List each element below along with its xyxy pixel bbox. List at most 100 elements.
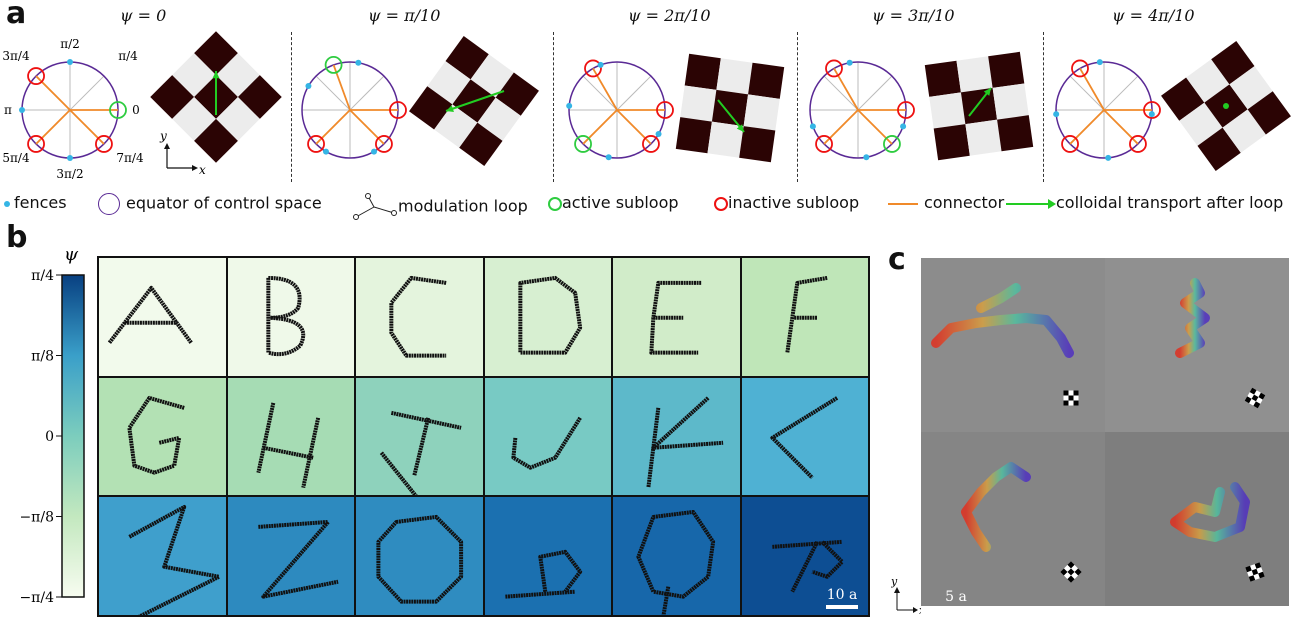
control-circle-0 bbox=[19, 59, 127, 161]
checker-square bbox=[711, 89, 749, 127]
psi-title-1: ψ = π/10 bbox=[368, 6, 441, 25]
checker-icon-square bbox=[1250, 564, 1257, 571]
angle-label: π/4 bbox=[118, 49, 138, 63]
fence-dot bbox=[1105, 154, 1112, 161]
panel-label-b: b bbox=[6, 220, 28, 255]
active-subloop bbox=[574, 135, 592, 153]
checker-square bbox=[237, 75, 282, 119]
angle-label: 3π/2 bbox=[56, 167, 83, 181]
x-axis-arrowhead bbox=[192, 165, 198, 171]
colloid-trail-1 bbox=[1175, 278, 1266, 409]
letter-trajectory-A bbox=[107, 285, 193, 344]
trajectory-path bbox=[389, 275, 447, 358]
checker-square bbox=[675, 117, 712, 154]
checkerboard-3 bbox=[924, 51, 1034, 161]
letter-cell-G bbox=[97, 375, 228, 498]
checker-icon-square bbox=[1073, 390, 1079, 396]
panel-c-micrographs: 5 a bbox=[921, 258, 1296, 615]
letter-trajectory-B bbox=[265, 275, 305, 357]
checker-icon-square bbox=[1256, 567, 1263, 574]
checker-square bbox=[1186, 59, 1230, 103]
checker-square bbox=[470, 54, 514, 98]
fence-dot bbox=[566, 102, 573, 109]
letter-trajectory-I bbox=[379, 410, 462, 496]
separator-4 bbox=[1043, 32, 1044, 182]
scale-bar-c-label: 5 a bbox=[945, 589, 967, 605]
checker-square bbox=[495, 72, 539, 116]
inactive-subloop bbox=[27, 135, 45, 153]
checker-square bbox=[1229, 66, 1273, 110]
active-subloop bbox=[109, 101, 127, 119]
checker-icon-square bbox=[1258, 392, 1266, 400]
fence-dot bbox=[597, 61, 604, 68]
y-axis-arrowhead bbox=[894, 587, 900, 593]
checker-icon-square bbox=[1258, 571, 1265, 579]
checker-icon-square bbox=[1254, 562, 1262, 569]
checker-icon-square bbox=[1068, 395, 1074, 401]
control-circle-3 bbox=[809, 59, 915, 161]
scale-bar-c: 5 a bbox=[927, 589, 985, 611]
inactive-subloop bbox=[307, 135, 325, 153]
colorbar-tick-label: −π/4 bbox=[19, 590, 54, 606]
checker-square bbox=[1247, 91, 1291, 135]
checker-square bbox=[739, 126, 776, 163]
checker-square bbox=[409, 86, 453, 130]
legend-colloidal-transport: colloidal transport after loop bbox=[1004, 193, 1283, 212]
trajectory-path bbox=[646, 396, 724, 488]
colorbar-tick-label: 0 bbox=[45, 429, 54, 445]
letter-cell-C bbox=[354, 256, 485, 378]
checker-icon-square bbox=[1063, 390, 1069, 396]
letter-trajectory-H bbox=[255, 402, 320, 488]
letter-cell-L bbox=[739, 375, 870, 498]
letter-cell-B bbox=[225, 256, 356, 378]
y-axis-arrowhead bbox=[164, 143, 170, 149]
checker-square bbox=[680, 85, 717, 122]
letter-cell-K bbox=[611, 375, 742, 498]
inactive-subloop bbox=[656, 101, 674, 119]
transport-arrow bbox=[445, 90, 505, 112]
checkerboard-1 bbox=[409, 36, 539, 166]
checker-square bbox=[965, 119, 1002, 156]
trajectory-path bbox=[636, 510, 716, 615]
trajectory-path bbox=[107, 285, 193, 344]
checker-square bbox=[434, 104, 478, 148]
legend-equator: equator of control space bbox=[98, 193, 322, 215]
active-subloop bbox=[883, 135, 901, 153]
checker-icon-square bbox=[1068, 390, 1074, 396]
checker-square bbox=[992, 83, 1029, 120]
trail-path bbox=[1170, 482, 1250, 542]
fence-dot bbox=[900, 123, 907, 130]
inactive-subloop bbox=[27, 67, 45, 85]
checker-square bbox=[997, 115, 1034, 152]
separator-1 bbox=[291, 32, 292, 182]
inactive-subloop bbox=[389, 101, 407, 119]
green-arrow-icon bbox=[1006, 198, 1056, 209]
checker-square bbox=[707, 121, 744, 158]
cyan-dot-icon bbox=[4, 200, 10, 207]
panel-label-a: a bbox=[6, 0, 27, 31]
checker-icon bbox=[1245, 562, 1265, 582]
panel-label-c: c bbox=[888, 242, 906, 277]
letter-cell-D bbox=[482, 256, 613, 378]
letter-trajectory-P bbox=[504, 550, 582, 599]
colorbar: ψ π/4π/80−π/8−π/4 bbox=[19, 244, 85, 606]
fence-dot bbox=[67, 59, 73, 65]
checker-icon-square bbox=[1063, 395, 1069, 401]
trajectory-path bbox=[265, 275, 305, 357]
letter-cell-P bbox=[482, 495, 613, 617]
angle-label: 3π/4 bbox=[2, 49, 30, 63]
checker-icon-square bbox=[1253, 401, 1261, 409]
checker-square bbox=[743, 94, 780, 131]
checker-square bbox=[933, 124, 970, 161]
inactive-subloop bbox=[815, 135, 833, 153]
checker-square bbox=[477, 97, 521, 141]
letter-cell-F bbox=[739, 256, 870, 378]
fence-dot bbox=[323, 148, 329, 155]
fence-dot bbox=[305, 83, 312, 89]
micrograph-2 bbox=[921, 432, 1105, 606]
checker-icon bbox=[1063, 390, 1079, 406]
checker-icon-square bbox=[1247, 392, 1255, 399]
angle-label: π bbox=[4, 103, 12, 117]
fence-dot bbox=[605, 154, 612, 161]
